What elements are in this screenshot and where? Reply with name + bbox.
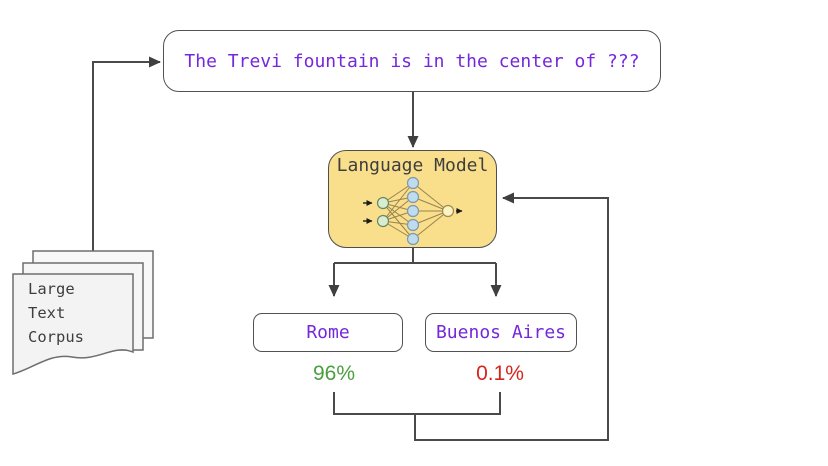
corpus-to-prompt-connector xyxy=(92,56,161,252)
model-to-answers-splitter xyxy=(334,248,496,264)
probability-join-connector xyxy=(333,392,501,415)
answer-box-rome: Rome xyxy=(253,313,403,352)
probability-rome: 96% xyxy=(312,362,356,385)
answer-label: Rome xyxy=(306,322,350,343)
language-model-label: Language Model xyxy=(336,155,489,176)
prompt-box: The Trevi fountain is in the center of ?… xyxy=(163,30,661,92)
corpus-label: Large Text Corpus xyxy=(28,280,84,346)
answer-box-buenos-aires: Buenos Aires xyxy=(425,313,577,352)
answer-label: Buenos Aires xyxy=(435,322,567,343)
prompt-text: The Trevi fountain is in the center of ?… xyxy=(184,50,640,72)
probability-buenos-aires: 0.1% xyxy=(476,362,524,385)
